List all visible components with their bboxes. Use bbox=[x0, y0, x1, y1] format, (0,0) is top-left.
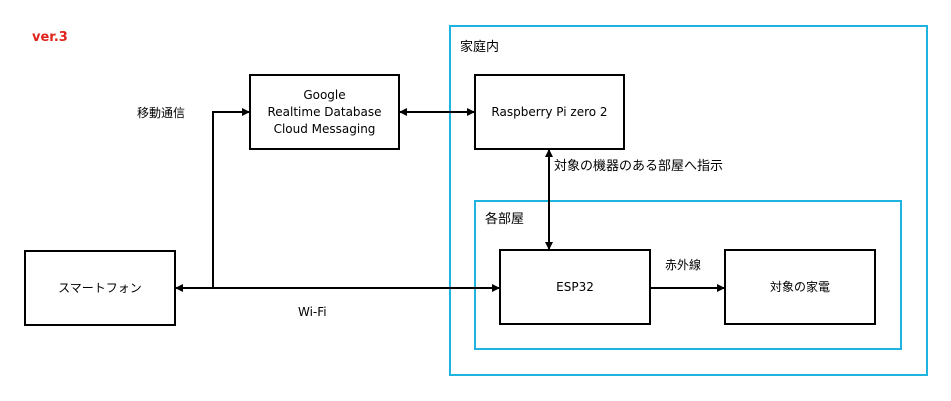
mobile-connection-arrow bbox=[212, 108, 250, 288]
room-region-label: 各部屋 bbox=[485, 212, 525, 227]
google-node-line-1: Google bbox=[303, 87, 346, 102]
esp32-label: ESP32 bbox=[556, 279, 594, 294]
wifi-label: Wi-Fi bbox=[298, 305, 327, 319]
google-node-line-2: Realtime Database bbox=[267, 104, 382, 119]
google-node: Google Realtime Database Cloud Messaging bbox=[249, 74, 400, 150]
instruction-label: 対象の機器のある部屋へ指示 bbox=[554, 159, 724, 174]
raspberry-pi-node: Raspberry Pi zero 2 bbox=[474, 74, 625, 150]
raspberry-pi-label: Raspberry Pi zero 2 bbox=[491, 104, 608, 119]
home-region bbox=[449, 25, 928, 376]
esp32-node: ESP32 bbox=[499, 249, 651, 325]
home-region-label: 家庭内 bbox=[460, 40, 500, 55]
infrared-label: 赤外線 bbox=[665, 258, 702, 272]
google-node-line-3: Cloud Messaging bbox=[273, 121, 376, 136]
smartphone-node: スマートフォン bbox=[24, 250, 176, 326]
smartphone-label: スマートフォン bbox=[58, 280, 142, 295]
appliance-node: 対象の家電 bbox=[724, 249, 876, 325]
room-region bbox=[474, 200, 902, 350]
version-label: ver.3 bbox=[32, 30, 68, 45]
mobile-communication-label: 移動通信 bbox=[137, 106, 186, 120]
appliance-label: 対象の家電 bbox=[769, 279, 830, 294]
